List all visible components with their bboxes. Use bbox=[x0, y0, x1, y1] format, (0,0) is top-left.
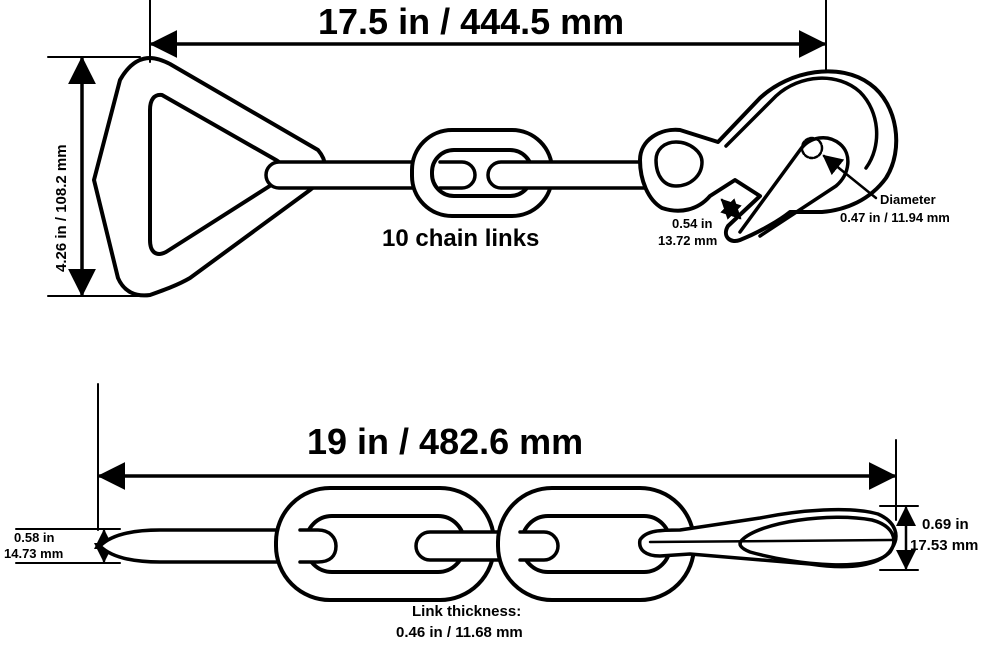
side-hook-lens bbox=[738, 515, 896, 567]
hook-body-outer bbox=[638, 69, 899, 243]
hook-diameter-value: 0.47 in / 11.94 mm bbox=[840, 210, 950, 225]
top-overall-length-label: 17.5 in / 444.5 mm bbox=[318, 1, 625, 42]
left-thickness-mm-label: 14.73 mm bbox=[4, 546, 64, 561]
hook-throat-arrow bbox=[720, 198, 742, 220]
right-thickness-mm-label: 17.53 mm bbox=[910, 537, 979, 554]
side-hook-edge bbox=[637, 507, 898, 569]
hook-diameter-leader bbox=[822, 154, 878, 200]
left-thickness-in-label: 0.58 in bbox=[14, 530, 55, 545]
side-middle-bar-end bbox=[518, 530, 560, 562]
link-thickness-title: Link thickness: bbox=[412, 603, 522, 620]
chain-links-label: 10 chain links bbox=[382, 225, 540, 252]
right-thickness-in-label: 0.69 in bbox=[922, 516, 969, 533]
hook-throat bbox=[738, 136, 850, 238]
hook-diameter-title: Diameter bbox=[880, 192, 936, 207]
side-overall-length-label: 19 in / 482.6 mm bbox=[307, 421, 584, 462]
side-ring-edge-end bbox=[298, 528, 338, 564]
triangle-ring-outer bbox=[92, 56, 327, 298]
link-thickness-value: 0.46 in / 11.68 mm bbox=[396, 624, 523, 641]
ring-height-label: 4.26 in / 108.2 mm bbox=[53, 144, 70, 272]
hook-eye-inner bbox=[654, 140, 704, 188]
hook-throat-in-label: 0.54 in bbox=[672, 216, 713, 231]
chain-bar-left-end bbox=[438, 160, 477, 190]
hook-pin-circle bbox=[800, 136, 824, 160]
hook-throat-mm-label: 13.72 mm bbox=[658, 233, 718, 248]
hook-outer-lip bbox=[724, 76, 879, 170]
side-hook-line bbox=[648, 538, 898, 544]
